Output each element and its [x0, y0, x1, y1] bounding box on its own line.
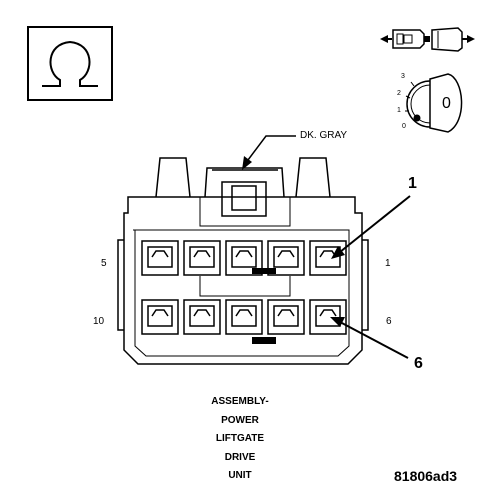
ignition-position-1: 1 [397, 107, 401, 114]
cavity-4 [183, 240, 221, 276]
callout-pin-1: 1 [408, 175, 417, 192]
caption-line: LIFTGATE [215, 433, 265, 444]
ignition-key-remove-icon [380, 27, 475, 52]
cavity-8 [225, 299, 263, 335]
pin-row-top [141, 240, 347, 276]
caption-line: DRIVE [224, 451, 256, 463]
ignition-key-label: 0 [442, 95, 451, 112]
cavity-2 [267, 240, 305, 276]
pin-label-bottom-left: 10 [93, 316, 105, 327]
wire-color-label: DK. GRAY [300, 130, 348, 141]
cavity-10 [141, 299, 179, 335]
pin-label-bottom-right: 6 [386, 316, 392, 327]
cavity-7 [267, 299, 305, 335]
pin-label-top-right: 1 [385, 258, 391, 269]
ignition-position-0: 0 [402, 123, 406, 130]
cavity-5 [141, 240, 179, 276]
cavity-3 [225, 240, 263, 276]
caption-line: POWER [221, 414, 259, 426]
connector-body [117, 157, 369, 365]
figure-id: 81806ad3 [394, 468, 458, 484]
cavity-1 [309, 240, 347, 276]
pin-6-leader [330, 317, 409, 359]
pin-1-leader [331, 195, 411, 259]
callout-pin-6: 6 [414, 355, 423, 372]
wire-callout-arrow [242, 135, 296, 170]
component-caption: ASSEMBLY- POWER LIFTGATE DRIVE UNIT [150, 393, 330, 486]
cavity-9 [183, 299, 221, 335]
caption-line: ASSEMBLY- [211, 396, 269, 407]
ignition-position-3: 3 [401, 73, 405, 80]
ignition-position-2: 2 [397, 90, 401, 97]
pin-label-top-left: 5 [101, 258, 107, 269]
pin-row-bottom [141, 299, 347, 335]
cavity-6 [309, 299, 347, 335]
caption-line: UNIT [228, 470, 252, 481]
ignition-switch-dial-icon [405, 73, 463, 133]
ohm-resistance-icon [27, 26, 113, 101]
